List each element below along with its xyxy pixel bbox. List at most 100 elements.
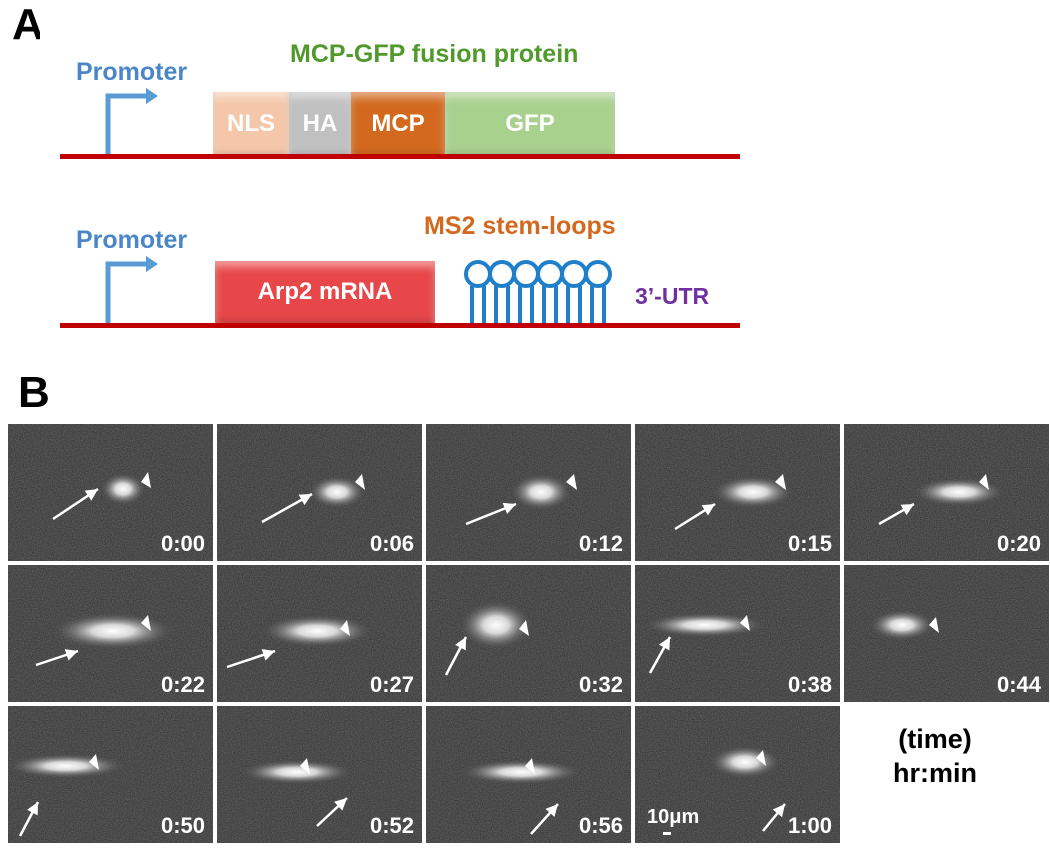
cell: [460, 601, 532, 649]
dna-line-1: [60, 154, 740, 159]
cell: [53, 613, 173, 649]
arrow-tip-icon: [772, 804, 785, 818]
cell: [645, 613, 765, 637]
arrow-tip-icon: [455, 637, 466, 651]
frame-image: [217, 424, 422, 561]
time-legend-line2: hr:min: [893, 758, 977, 788]
scale-bar-label: 10μm: [647, 806, 700, 828]
promoter-arrow-icon-2: [105, 256, 158, 326]
arrow-tip-icon: [502, 502, 516, 515]
cell: [8, 754, 124, 778]
frame-7: 0:32: [426, 565, 631, 702]
arrowhead-icon: [756, 750, 766, 766]
arrow-tip-icon: [261, 649, 275, 661]
frame-6: 0:27: [217, 565, 422, 702]
frame-time-label: 0:15: [787, 531, 832, 556]
frame-time-label: 0:50: [160, 813, 205, 838]
frame-image: [8, 706, 213, 843]
frame-13: 1:00 10μm: [635, 706, 840, 843]
cell: [461, 760, 581, 784]
frame-time-label: 0:20: [996, 531, 1041, 556]
frame-time-label: 0:12: [578, 531, 623, 556]
arrowhead-icon: [355, 474, 365, 490]
frame-8: 0:38: [635, 565, 840, 702]
dna-line-2: [60, 323, 740, 328]
time-legend-line1: (time): [898, 724, 972, 754]
frame-image: [426, 424, 631, 561]
arrowhead-icon: [300, 758, 310, 774]
frame-image: [844, 565, 1049, 702]
frame-image: [217, 565, 422, 702]
time-legend: (time) hr:min: [830, 722, 1040, 790]
arrowhead-icon: [141, 472, 151, 488]
frame-time-label: 0:56: [578, 813, 623, 838]
frame-time-label: 0:38: [787, 672, 832, 697]
arrow-tip-icon: [658, 637, 670, 651]
frame-time-label: 0:32: [578, 672, 623, 697]
panel-a-label: A: [12, 0, 44, 49]
frame-12: 0:56: [426, 706, 631, 843]
frame-image: [8, 565, 213, 702]
arrow-tip-icon: [64, 649, 78, 661]
segment-mcp: MCP: [351, 92, 445, 156]
arrow-tip-icon: [334, 798, 347, 811]
panel-b-label: B: [18, 368, 50, 417]
cell: [309, 476, 365, 508]
promoter-label-2: Promoter: [76, 226, 188, 254]
frame-image: [217, 706, 422, 843]
arrowhead-icon: [340, 620, 350, 636]
frame-9: 0:44: [844, 565, 1049, 702]
frame-time-label: 0:44: [996, 672, 1041, 697]
arrow-tip-icon: [701, 504, 715, 516]
frame-time-label: 0:00: [160, 531, 205, 556]
cell: [242, 760, 352, 784]
arrow-tip-icon: [27, 802, 38, 816]
promoter-label-1: Promoter: [76, 58, 188, 86]
frame-image: [635, 424, 840, 561]
arrowhead-icon: [740, 615, 750, 631]
construct-diagram: Promoter MCP-GFP fusion protein NLS HA M…: [40, 28, 760, 346]
cell: [511, 474, 571, 510]
frame-time-label: 0:06: [369, 531, 414, 556]
arrowhead-icon: [566, 474, 577, 490]
segment-arp2-mrna: Arp2 mRNA: [215, 261, 435, 323]
frame-image: [635, 706, 840, 843]
arrowhead-icon: [979, 474, 989, 490]
frame-image: [426, 565, 631, 702]
frame-image: [635, 565, 840, 702]
frame-time-label: 1:00: [787, 813, 832, 838]
arrowhead-icon: [525, 758, 535, 774]
frame-image: [426, 706, 631, 843]
scale-bar: [663, 832, 671, 835]
arrowhead-icon: [519, 620, 529, 636]
frame-3: 0:15: [635, 424, 840, 561]
frame-image: [844, 424, 1049, 561]
promoter-arrow-icon-1: [105, 88, 158, 156]
arrow-tip-icon: [84, 489, 98, 501]
arrowhead-icon: [141, 615, 151, 631]
arrow-tip-icon: [545, 804, 558, 817]
arrow-tip-icon: [298, 494, 312, 506]
frame-4: 0:20: [844, 424, 1049, 561]
fusion-protein-title: MCP-GFP fusion protein: [290, 40, 579, 68]
segment-gfp: GFP: [445, 92, 615, 156]
frame-5: 0:22: [8, 565, 213, 702]
frame-time-label: 0:52: [369, 813, 414, 838]
frame-1: 0:06: [217, 424, 422, 561]
utr-label: 3’-UTR: [635, 283, 710, 309]
ms2-stemloops-title: MS2 stem-loops: [424, 212, 616, 240]
cell: [262, 615, 372, 647]
arrowhead-icon: [929, 617, 939, 633]
frame-2: 0:12: [426, 424, 631, 561]
cell: [870, 610, 934, 640]
frame-time-label: 0:22: [160, 672, 205, 697]
frame-11: 0:52: [217, 706, 422, 843]
arrowhead-icon: [89, 754, 99, 770]
cell: [713, 476, 793, 508]
cell: [710, 746, 780, 778]
frame-image: [8, 424, 213, 561]
frame-10: 0:50: [8, 706, 213, 843]
arrowhead-icon: [775, 474, 786, 490]
stemloops-icon: [464, 260, 612, 326]
frame-time-label: 0:27: [369, 672, 414, 697]
